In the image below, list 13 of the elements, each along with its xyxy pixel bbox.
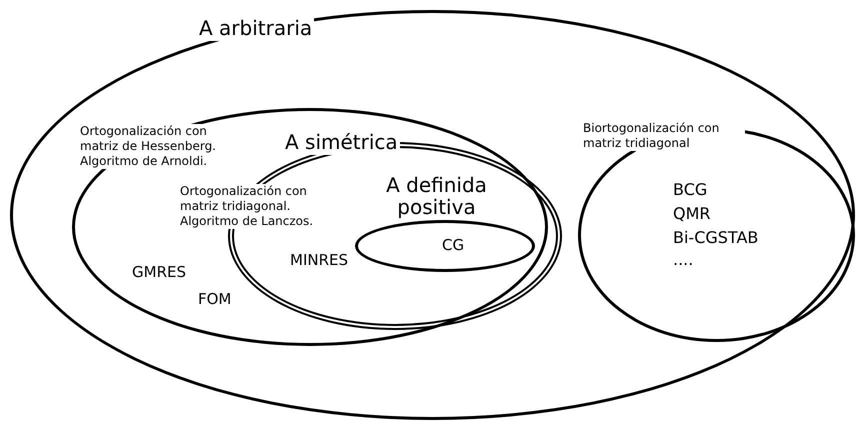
method-name: Bi-CGSTAB bbox=[672, 228, 760, 248]
method-name: .... bbox=[672, 250, 694, 270]
set-ellipse bbox=[10, 10, 855, 420]
method-name: BCG bbox=[672, 180, 708, 200]
method-name: MINRES bbox=[289, 251, 350, 270]
description-text: Biortogonalización con matriz tridiagonal bbox=[581, 121, 745, 151]
method-name: CG bbox=[441, 236, 466, 255]
method-name: QMR bbox=[672, 204, 712, 224]
set-label: A definida positiva bbox=[385, 174, 488, 218]
set-label: A simétrica bbox=[283, 130, 400, 155]
set-label: A arbitraria bbox=[197, 16, 314, 41]
method-name: GMRES bbox=[131, 263, 187, 282]
method-name: FOM bbox=[197, 290, 232, 309]
